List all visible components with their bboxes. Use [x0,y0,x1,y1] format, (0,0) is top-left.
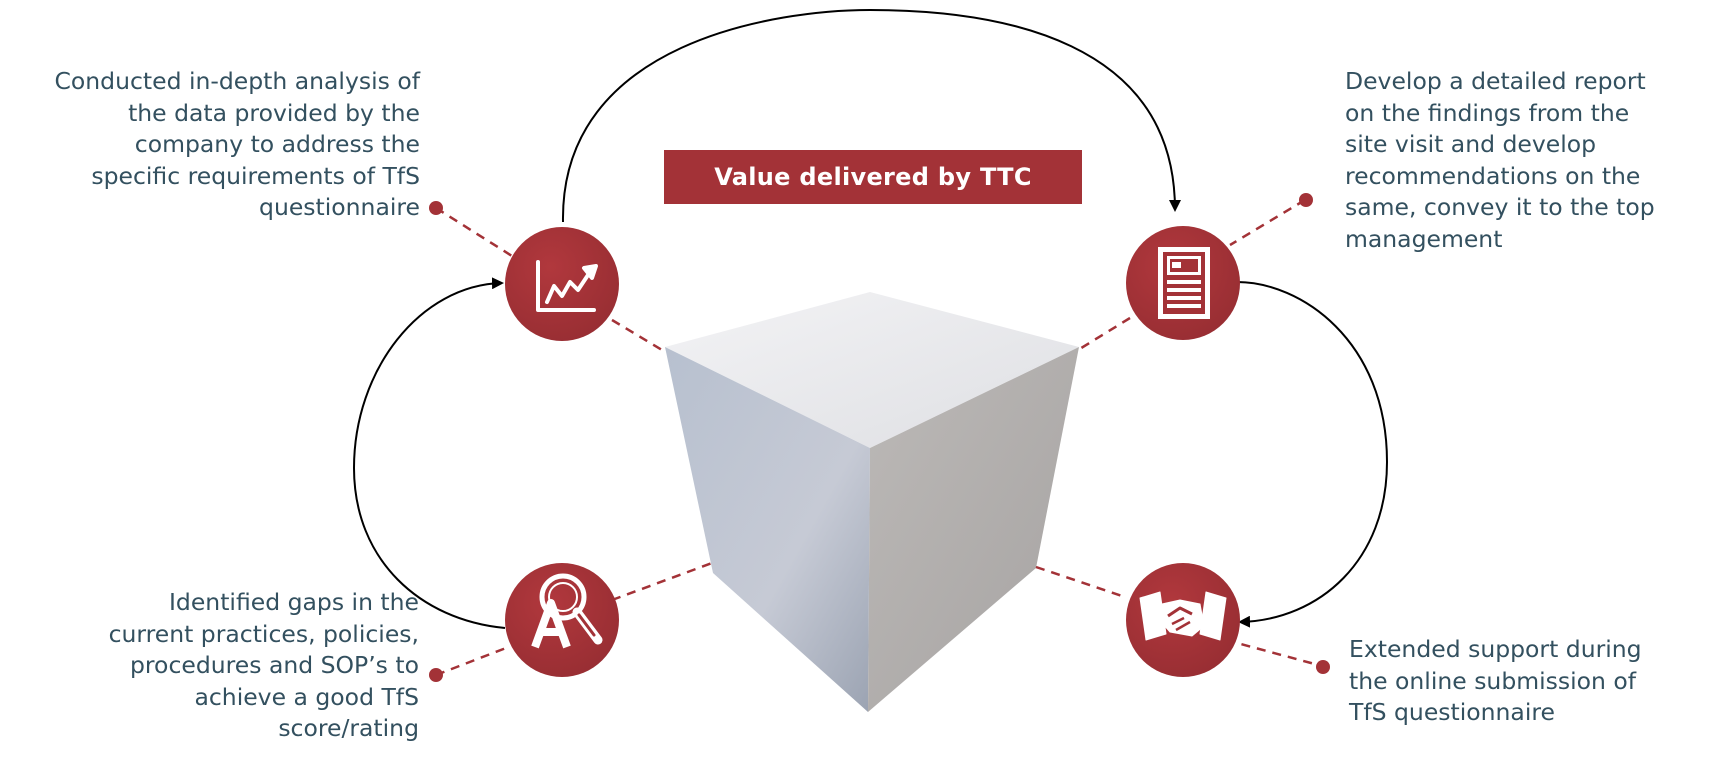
connector-analysis-out [611,318,663,352]
dot-gaps [429,668,443,682]
magnifier-audit-icon [531,573,603,649]
dot-report [1299,193,1313,207]
title-banner: Value delivered by TTC [664,150,1082,204]
step-text-gaps: Identified gaps in the current practices… [108,588,419,742]
connector-report-in [1077,316,1131,352]
step-circle-support [1126,563,1240,677]
step-circle-analysis [505,227,619,341]
cube-top-face [665,292,1079,448]
report-document-icon [1158,247,1210,319]
dot-analysis [429,201,443,215]
cube-graphic [665,292,1079,712]
cube-right-face [868,347,1079,712]
arrow-gaps-to-analysis [352,277,506,629]
step-text-analysis: Conducted in-depth analysis of the data … [54,67,420,221]
dot-support [1316,660,1330,674]
cycle-arrows [352,8,1389,629]
connector-analysis-in [435,206,513,258]
connector-gaps-out [611,561,713,602]
dashed-connectors [435,198,1323,677]
step-text-support: Extended support during the online submi… [1349,635,1642,726]
step-circle-gaps [505,563,619,677]
arrow-report-to-support [1236,281,1389,628]
line-chart-icon [536,260,598,312]
connector-dots [429,193,1330,682]
diagram-title: Value delivered by TTC [714,163,1032,191]
arrow-analysis-to-report [561,8,1181,223]
cube-left-face [665,347,870,712]
handshake-icon [1139,591,1227,641]
connector-support-in [1035,565,1126,599]
connector-report-out [1229,198,1306,247]
connector-gaps-in [435,646,507,677]
step-circle-report [1126,226,1240,340]
step-text-report: Develop a detailed report on the finding… [1345,67,1655,253]
connector-support-out [1225,638,1323,668]
